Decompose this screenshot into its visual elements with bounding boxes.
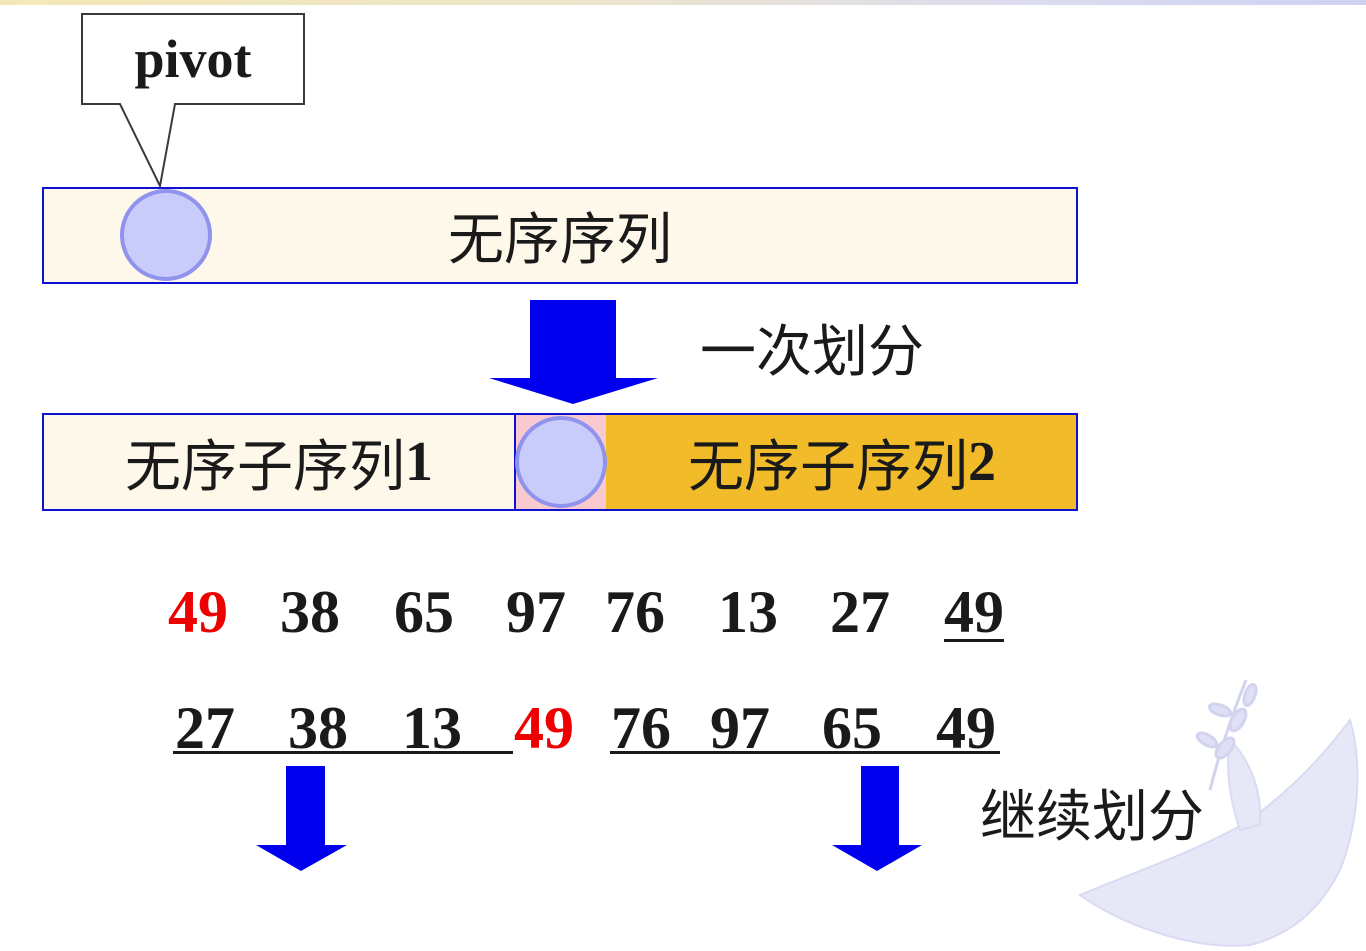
pivot-circle	[120, 189, 212, 281]
left-subsequence-underline	[173, 751, 513, 754]
subsequence-2-index: 2	[968, 431, 996, 493]
row1-item: 38	[280, 579, 340, 645]
subsequence-1-text: 无序子序列	[125, 434, 405, 500]
right-subsequence-underline	[610, 751, 1000, 754]
row2-item: 13	[402, 695, 462, 761]
unsorted-sequence-bar	[42, 187, 1078, 284]
row1-item: 97	[506, 579, 566, 645]
row2-item: 38	[288, 695, 348, 761]
subsequence-2-text: 无序子序列	[688, 434, 968, 500]
row2-item: 49	[936, 695, 996, 761]
row2-item: 65	[822, 695, 882, 761]
row1-item: 76	[605, 579, 665, 645]
row1-item-pivot: 49	[168, 579, 228, 645]
subsequence-1-index: 1	[405, 431, 433, 493]
subsequence-1-bar	[42, 413, 516, 511]
unsorted-sequence-label: 无序序列	[448, 208, 672, 273]
row1-item-duplicate: 49	[944, 579, 1004, 645]
row1-item: 65	[394, 579, 454, 645]
row1-item: 13	[718, 579, 778, 645]
partition-step-label: 一次划分	[700, 320, 924, 385]
row1-item: 27	[830, 579, 890, 645]
row2-item: 76	[611, 695, 671, 761]
row2-item-pivot: 49	[514, 695, 574, 761]
pivot-circle-placed	[515, 416, 607, 508]
continue-arrow-left	[256, 766, 347, 871]
subsequence-2-bar	[606, 413, 1078, 511]
row2-item: 97	[710, 695, 770, 761]
pivot-callout-label: pivot	[134, 29, 252, 89]
row2-item: 27	[175, 695, 235, 761]
continue-step-label: 继续划分	[980, 785, 1204, 850]
continue-arrow-right	[832, 766, 922, 871]
top-gradient-bar	[0, 0, 1366, 5]
